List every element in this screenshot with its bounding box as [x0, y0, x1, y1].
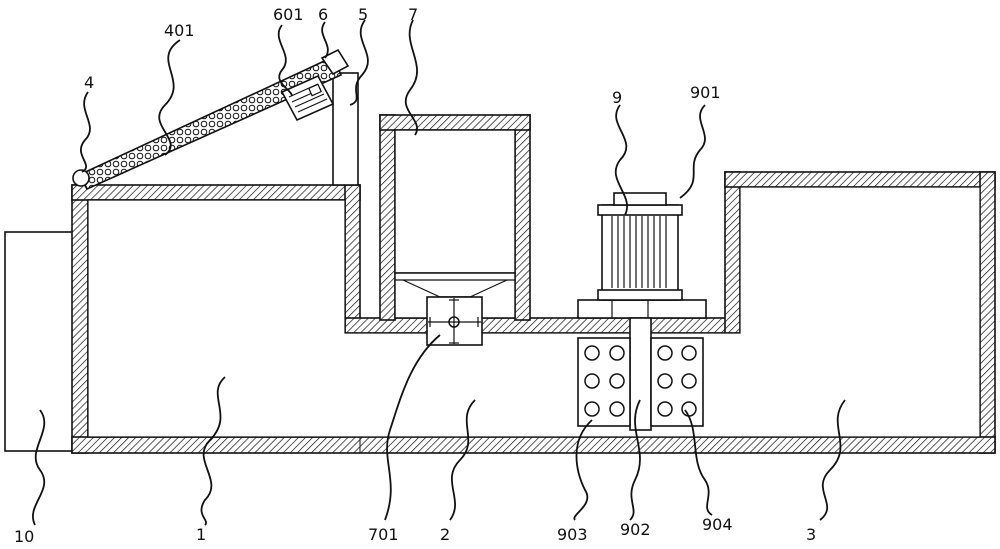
reference-labels: 401 601 6 5 7 9 901 4 10 1 701 2 903 902…: [14, 5, 816, 546]
label-2: 2: [440, 525, 450, 544]
label-903: 903: [557, 525, 588, 544]
label-9: 9: [612, 88, 622, 107]
motor-9: [577, 192, 707, 319]
main-housing: [71, 171, 996, 454]
conveyor-motor-601: [280, 74, 335, 122]
label-904: 904: [702, 515, 733, 534]
motor-cap-901: [613, 192, 667, 206]
label-601: 601: [273, 5, 304, 24]
label-6: 6: [318, 5, 328, 24]
rotary-feeder-701: [426, 296, 483, 346]
shaft-902: [629, 317, 652, 431]
label-901: 901: [690, 83, 721, 102]
roller-4: [72, 169, 90, 187]
label-4: 4: [84, 73, 94, 92]
label-5: 5: [358, 5, 368, 24]
label-7: 7: [408, 5, 418, 24]
post-5: [332, 72, 359, 186]
label-401: 401: [164, 21, 195, 40]
label-3: 3: [806, 525, 816, 544]
mixing-block-903: [577, 337, 631, 427]
side-box-10: [4, 231, 74, 452]
hopper-7: [379, 114, 531, 321]
label-902: 902: [620, 520, 651, 539]
label-701: 701: [368, 525, 399, 544]
label-1: 1: [196, 525, 206, 544]
label-10: 10: [14, 527, 34, 546]
inclined-conveyor-401: [72, 48, 350, 191]
leader-lines: [32, 19, 846, 526]
mixing-block-904: [650, 337, 704, 427]
